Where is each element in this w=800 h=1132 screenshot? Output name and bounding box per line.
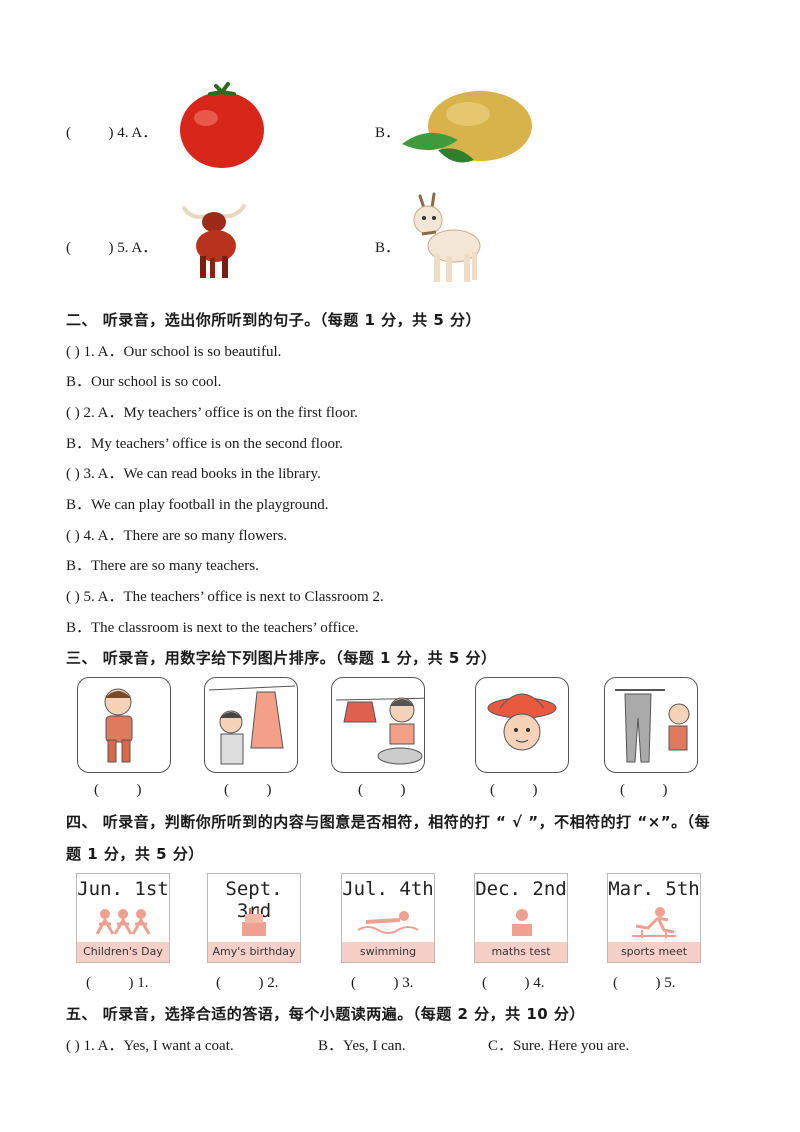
bull-image xyxy=(178,196,250,289)
section4-title-line2: 题 1 分，共 5 分） xyxy=(66,845,204,863)
card-maths-test: Dec. 2nd maths test xyxy=(474,873,568,963)
picture-boy-dressing xyxy=(77,677,171,773)
s4-answer-3: ( ) 3. xyxy=(351,975,414,991)
card-childrens-day: Jun. 1st Children's Day xyxy=(76,873,170,963)
s2-line-4: B．My teachers’ office is on the second f… xyxy=(66,436,343,452)
s4-answer-2: ( ) 2. xyxy=(216,975,279,991)
picture-girl-washing xyxy=(331,677,425,773)
card-4-caption: maths test xyxy=(475,942,567,962)
s4-answer-5: ( ) 5. xyxy=(613,975,676,991)
s3-blank-2: ( ) xyxy=(224,782,272,798)
card-swimming-contest: Jul. 4th swimming contest xyxy=(341,873,435,963)
picture-girl-hat xyxy=(475,677,569,773)
card-4-date: Dec. 2nd xyxy=(475,878,567,900)
q5-option-b-label: B． xyxy=(375,240,401,256)
s2-line-9: ( ) 5. A．The teachers’ office is next to… xyxy=(66,589,384,605)
section3-title: 三、 听录音，用数字给下列图片排序。（每题 1 分，共 5 分） xyxy=(66,649,497,667)
potato-image xyxy=(398,88,534,175)
s2-line-3: ( ) 2. A．My teachers’ office is on the f… xyxy=(66,405,358,421)
s4-answer-4: ( ) 4. xyxy=(482,975,545,991)
s3-blank-1: ( ) xyxy=(94,782,142,798)
s4-answer-1: ( ) 1. xyxy=(86,975,149,991)
card-3-caption: swimming contest xyxy=(342,942,434,962)
q4-paren: ( ) 4. A． xyxy=(66,125,158,141)
card-sports-meet: Mar. 5th sports meet xyxy=(607,873,701,963)
picture-boy-trousers xyxy=(604,677,698,773)
s2-line-8: B．There are so many teachers. xyxy=(66,558,259,574)
tomato-image xyxy=(176,80,268,175)
section2-title: 二、 听录音，选出你所听到的句子。（每题 1 分，共 5 分） xyxy=(66,311,481,329)
card-5-date: Mar. 5th xyxy=(608,878,700,900)
card-3-date: Jul. 4th xyxy=(342,878,434,900)
s2-line-7: ( ) 4. A．There are so many flowers. xyxy=(66,528,288,544)
s2-line-5: ( ) 3. A．We can read books in the librar… xyxy=(66,466,321,482)
q4-option-b-label: B． xyxy=(375,125,401,141)
section5-title: 五、 听录音，选择合适的答语，每个小题读两遍。（每题 2 分，共 10 分） xyxy=(66,1005,585,1023)
card-amys-birthday: Sept. 3rd Amy's birthday xyxy=(207,873,301,963)
q5-paren: ( ) 5. A． xyxy=(66,240,158,256)
s3-blank-5: ( ) xyxy=(620,782,668,798)
s2-line-6: B．We can play football in the playground… xyxy=(66,497,329,513)
s2-line-2: B．Our school is so cool. xyxy=(66,374,222,390)
s5-q1-option-c: C．Sure. Here you are. xyxy=(488,1038,630,1054)
s5-q1-option-b: B．Yes, I can. xyxy=(318,1038,406,1054)
card-2-caption: Amy's birthday xyxy=(208,942,300,962)
section4-title-line1: 四、 听录音，判断你所听到的内容与图意是否相符，相符的打 “ √ ”，不相符的打… xyxy=(66,813,711,831)
s3-blank-4: ( ) xyxy=(490,782,538,798)
s2-line-1: ( ) 1. A．Our school is so beautiful. xyxy=(66,344,282,360)
s3-blank-3: ( ) xyxy=(358,782,406,798)
s5-q1-paren: ( ) 1. A．Yes, I want a coat. xyxy=(66,1038,234,1054)
s2-line-10: B．The classroom is next to the teachers’… xyxy=(66,620,359,636)
card-1-date: Jun. 1st xyxy=(77,878,169,900)
goat-image xyxy=(402,190,486,291)
card-5-caption: sports meet xyxy=(608,942,700,962)
card-1-caption: Children's Day xyxy=(77,942,169,962)
picture-girl-hanging-clothes xyxy=(204,677,298,773)
